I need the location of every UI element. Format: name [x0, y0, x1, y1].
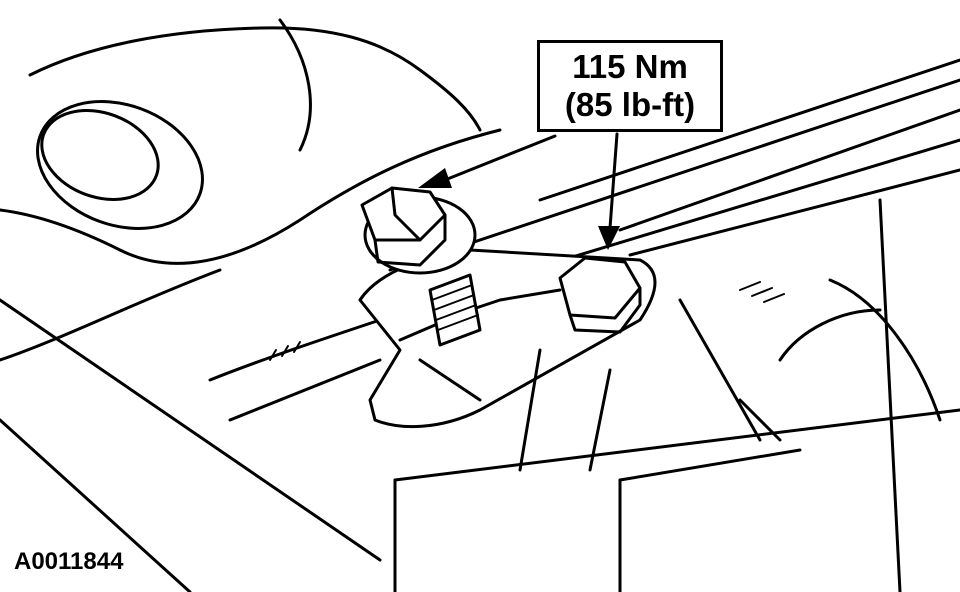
callout-leader-left [418, 134, 557, 188]
right-bolt [558, 256, 642, 334]
torque-imperial-label: (85 lb-ft) [564, 86, 696, 123]
threaded-stud [428, 273, 482, 347]
left-bolt [360, 186, 477, 275]
figure-id-label: A0011844 [14, 548, 124, 575]
torque-metric-label: 115 Nm [572, 48, 688, 85]
torque-callout: 115 Nm (85 lb-ft) [537, 40, 723, 132]
lower-crossmember [393, 198, 960, 592]
upper-housing [0, 18, 502, 362]
lower-beam [0, 298, 382, 592]
callout-leader-right [598, 132, 620, 250]
round-cap [36, 100, 204, 230]
